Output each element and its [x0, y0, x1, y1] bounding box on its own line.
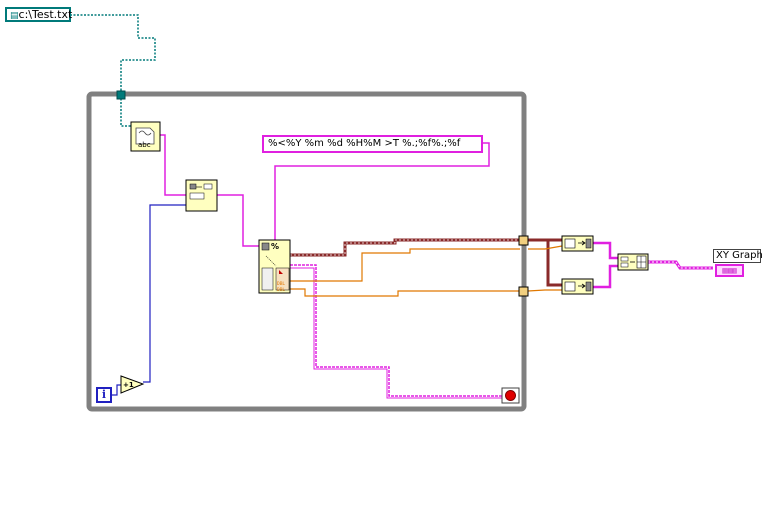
iteration-terminal[interactable]: i: [96, 387, 112, 403]
xy-graph-label: XY Graph: [713, 249, 763, 263]
scan-from-string-node[interactable]: [258, 239, 291, 294]
read-file-icon-label: abc: [138, 141, 151, 149]
bundle-node-b[interactable]: [561, 278, 594, 295]
loop-tunnel-path[interactable]: [116, 90, 126, 100]
increment-node[interactable]: [120, 375, 145, 394]
increment-label: +1: [123, 381, 134, 389]
dbl-wire-2[interactable]: [290, 288, 520, 297]
array-wire-to-graph-inner[interactable]: [648, 261, 713, 269]
timestamp-wire-out-b[interactable]: [540, 238, 562, 287]
string-wire-read[interactable]: [160, 134, 188, 196]
dbl-wire-1[interactable]: [290, 248, 520, 282]
xy-graph-terminal[interactable]: ▥▥▥: [715, 264, 744, 277]
scan-icon-label: %: [271, 242, 279, 251]
string-wire-format[interactable]: [274, 142, 490, 242]
path-icon: ▤: [10, 11, 19, 21]
dbl-wire-2-out[interactable]: [527, 289, 562, 292]
dbl-label-1: DBL: [277, 281, 285, 287]
bundle-node-a[interactable]: [561, 235, 594, 252]
loop-tunnel-dbl[interactable]: [518, 286, 529, 297]
string-wire-lines[interactable]: [217, 194, 260, 247]
read-text-file-node[interactable]: [130, 121, 161, 152]
path-wire[interactable]: [70, 14, 156, 95]
stop-terminal[interactable]: [501, 387, 520, 404]
cluster-wire-b[interactable]: [593, 264, 618, 289]
format-string-constant[interactable]: %<%Y %m %d %H%M >T %.;%f%.;%f: [262, 135, 483, 153]
path-wire-inner[interactable]: [120, 95, 131, 127]
file-path-constant[interactable]: ▤c:\Test.txt: [5, 7, 73, 22]
timestamp-wire-1-inner[interactable]: [290, 239, 520, 256]
string-wire-remaining[interactable]: [290, 264, 505, 397]
dbl-label-2: DBL: [277, 287, 285, 293]
dbl-wire-1-out[interactable]: [528, 245, 563, 250]
int-wire-increment[interactable]: [143, 204, 188, 383]
array-index-node[interactable]: [185, 179, 218, 212]
cluster-wire-a[interactable]: [593, 241, 618, 260]
int-wire-iteration[interactable]: [112, 384, 123, 396]
array-wire-to-graph[interactable]: [648, 260, 713, 270]
file-path-value: c:\Test.txt: [18, 8, 73, 21]
string-wire-remaining-2[interactable]: [290, 267, 505, 399]
loop-tunnel-timestamp[interactable]: [518, 235, 529, 246]
while-loop-border[interactable]: [86, 91, 527, 412]
build-array-node[interactable]: [617, 253, 649, 271]
